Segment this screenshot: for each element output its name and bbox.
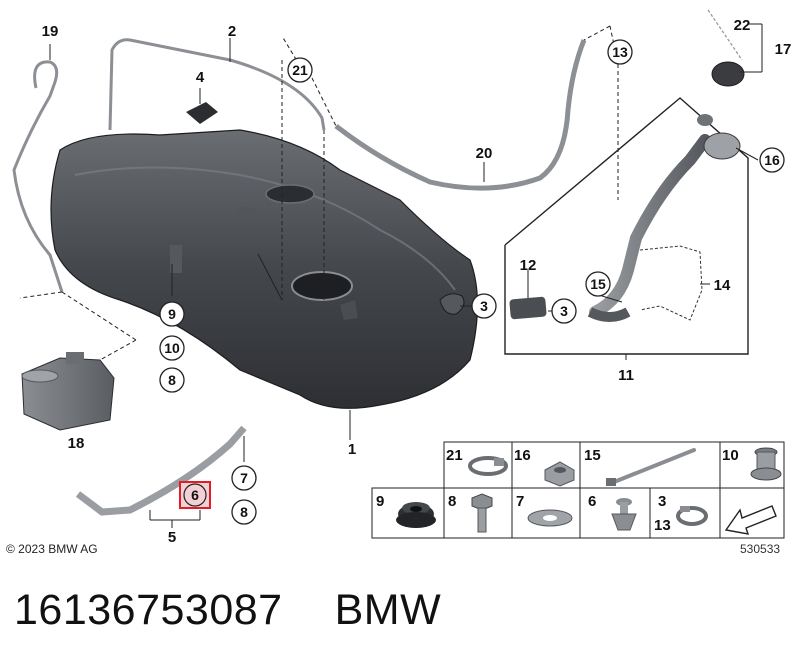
table-id-3: 3 xyxy=(658,493,666,510)
cable-tie-icon xyxy=(606,448,696,486)
callout-19: 19 xyxy=(42,23,59,40)
svg-text:8: 8 xyxy=(240,504,248,520)
callout-2: 2 xyxy=(228,23,236,40)
bolt-icon xyxy=(471,493,493,533)
grommet-sleeve-icon xyxy=(750,447,782,481)
svg-text:15: 15 xyxy=(590,276,606,292)
table-id-21: 21 xyxy=(446,447,463,464)
callout-3-circle-tank: 3 xyxy=(471,293,497,319)
hose-clamp-icon xyxy=(468,456,508,476)
svg-text:9: 9 xyxy=(168,306,176,322)
callout-13-circle: 13 xyxy=(607,39,633,65)
carbon-canister xyxy=(21,352,115,431)
svg-text:16: 16 xyxy=(764,152,780,168)
plastic-rivet-icon xyxy=(611,498,637,531)
table-id-16: 16 xyxy=(514,447,531,464)
svg-text:7: 7 xyxy=(240,470,248,486)
callout-9-circle: 9 xyxy=(159,301,185,327)
rubber-grommet-icon xyxy=(396,502,436,528)
part-number: 16136753087 xyxy=(14,586,283,634)
filler-pipe-group xyxy=(504,9,749,355)
callout-17: 17 xyxy=(775,41,792,58)
diagram-reference: 530533 xyxy=(740,542,781,556)
leader-lines xyxy=(19,23,763,528)
table-id-15: 15 xyxy=(584,447,601,464)
parts-table: 21 16 15 10 9 8 xyxy=(371,441,785,539)
arrow-icon xyxy=(724,505,777,535)
caption: 16136753087 BMW xyxy=(14,586,441,635)
table-id-6: 6 xyxy=(588,493,596,510)
callout-12: 12 xyxy=(520,257,537,274)
brand-name: BMW xyxy=(334,586,442,634)
fuel-tank xyxy=(50,129,479,409)
svg-text:8: 8 xyxy=(168,372,176,388)
breather-line-part xyxy=(12,60,64,293)
callout-1: 1 xyxy=(348,441,356,458)
vent-hose-part xyxy=(334,39,587,191)
pad-part xyxy=(186,102,218,124)
washer-icon xyxy=(527,509,573,527)
svg-text:6: 6 xyxy=(191,487,199,503)
callout-4: 4 xyxy=(196,69,205,86)
table-id-7: 7 xyxy=(516,493,524,510)
callout-8-circle-tank: 8 xyxy=(159,367,185,393)
callout-22: 22 xyxy=(734,17,751,34)
tank-strap-part xyxy=(75,425,247,516)
table-id-9: 9 xyxy=(376,493,384,510)
callout-6-highlight[interactable]: 6 xyxy=(179,481,211,509)
copyright-text: © 2023 BMW AG xyxy=(6,542,98,556)
callout-11: 11 xyxy=(618,367,634,384)
callout-8-circle-strap: 8 xyxy=(231,499,257,525)
svg-text:3: 3 xyxy=(480,298,488,314)
table-id-13: 13 xyxy=(654,517,671,534)
callout-10-circle: 10 xyxy=(159,335,185,361)
table-id-10: 10 xyxy=(722,447,739,464)
callout-15-circle: 15 xyxy=(585,271,611,297)
callout-7-circle: 7 xyxy=(231,465,257,491)
callout-3-circle-pipe: 3 xyxy=(551,298,577,324)
callout-14: 14 xyxy=(714,277,731,294)
hex-nut-icon xyxy=(544,461,575,487)
callout-21-circle: 21 xyxy=(287,57,313,83)
svg-text:3: 3 xyxy=(560,303,568,319)
svg-text:21: 21 xyxy=(292,62,308,78)
callout-16-circle: 16 xyxy=(759,147,785,173)
callout-20: 20 xyxy=(476,145,493,162)
table-id-8: 8 xyxy=(448,493,456,510)
svg-text:10: 10 xyxy=(164,340,180,356)
callout-18: 18 xyxy=(68,435,85,452)
svg-text:13: 13 xyxy=(612,44,628,60)
callout-5: 5 xyxy=(168,529,176,546)
spring-clamp-icon xyxy=(676,506,708,526)
